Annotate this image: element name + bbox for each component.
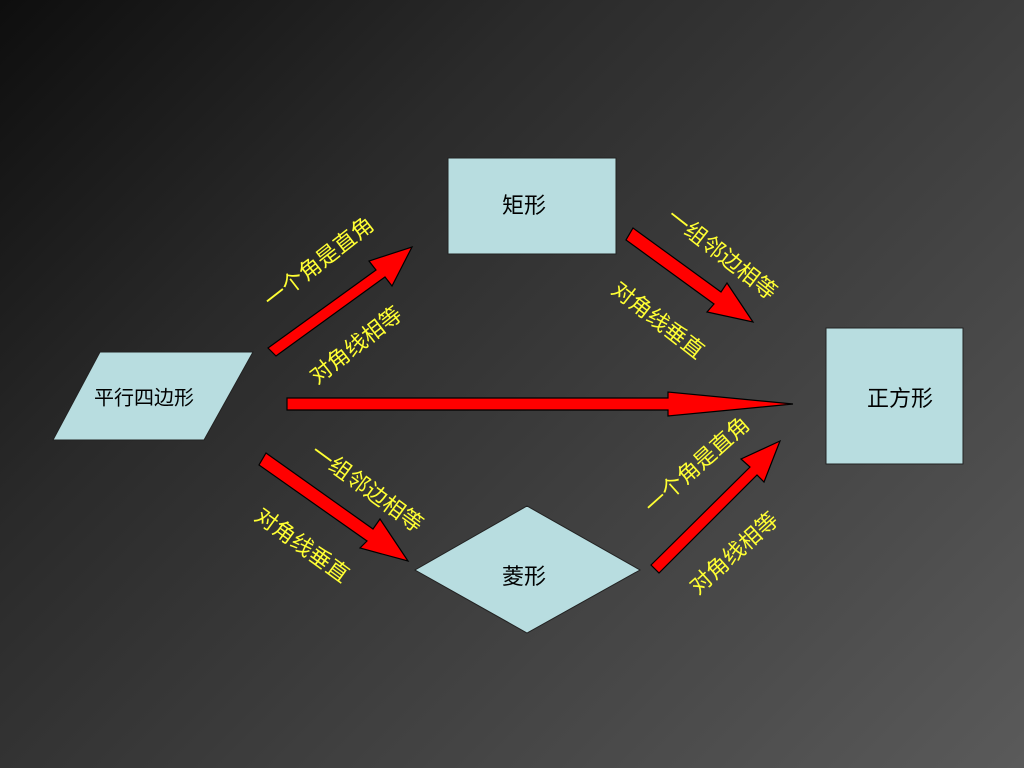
square-label: 正方形 xyxy=(866,387,934,412)
parallelogram-label: 平行四边形 xyxy=(94,385,194,410)
rhombus-shape xyxy=(413,505,642,634)
rhombus-label: 菱形 xyxy=(501,565,547,590)
arrow-para-to-rhombus xyxy=(258,452,410,562)
rectangle-label: 矩形 xyxy=(501,194,547,219)
arrow-para-to-square xyxy=(286,391,794,417)
arrow-rect-to-square xyxy=(625,227,755,323)
arrow-para-to-rect xyxy=(267,245,414,357)
arrow-rhombus-to-square xyxy=(650,439,782,574)
square-shape xyxy=(825,327,964,465)
rectangle-shape xyxy=(447,157,617,255)
parallelogram-shape xyxy=(52,351,254,441)
